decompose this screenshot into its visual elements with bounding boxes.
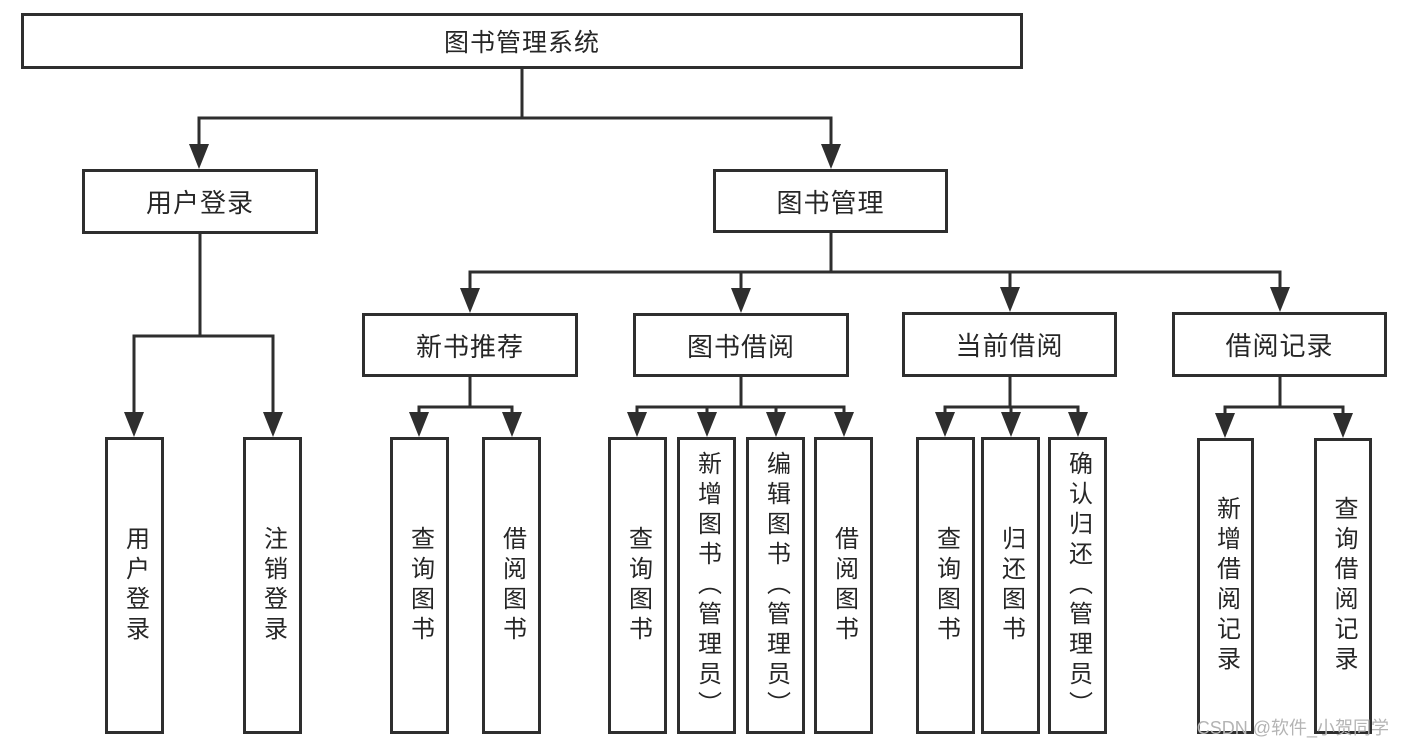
leaf-borrow-query-books-label: 查询图书 [624,525,652,646]
connector-current-borrow-to-leaves [935,375,1088,437]
leaf-records-add-record: 新增借阅记录 [1197,438,1254,734]
watermark: CSDN @软件_小贺同学 [1196,718,1389,739]
leaf-user-login-label: 用户登录 [121,525,149,646]
leaf-user-login: 用户登录 [105,437,164,734]
connector-book-borrow-to-leaves [627,375,854,437]
node-current-borrow: 当前借阅 [902,312,1117,377]
leaf-current-confirm-return-admin: 确认归还（管理员） [1048,437,1107,734]
node-new-book-recommend: 新书推荐 [362,313,578,377]
leaf-records-add-record-label: 新增借阅记录 [1212,496,1240,676]
leaf-logout-login: 注销登录 [243,437,302,734]
connector-book-management-to-level3 [460,231,1290,313]
leaf-current-return-books: 归还图书 [981,437,1040,734]
node-book-borrow: 图书借阅 [633,313,849,377]
leaf-borrow-edit-books-admin: 编辑图书（管理员） [746,437,805,734]
node-current-borrow-label: 当前借阅 [955,331,1064,361]
leaf-current-query-books-label: 查询图书 [932,525,960,646]
leaf-current-return-books-label: 归还图书 [997,525,1025,646]
connector-borrow-records-to-leaves [1215,375,1353,438]
node-borrow-records-label: 借阅记录 [1225,331,1334,361]
leaf-borrow-borrow-books-label: 借阅图书 [830,525,858,646]
node-borrow-records: 借阅记录 [1172,312,1387,377]
node-book-borrow-label: 图书借阅 [686,331,795,362]
node-book-management: 图书管理 [713,169,948,233]
node-user-login-branch-label: 用户登录 [145,188,254,218]
leaf-borrow-borrow-books: 借阅图书 [814,437,873,734]
node-user-login-branch: 用户登录 [82,169,318,234]
node-root-label: 图书管理系统 [443,29,600,57]
leaf-recommend-borrow-books: 借阅图书 [482,437,541,734]
leaf-current-confirm-return-admin-label: 确认归还（管理员） [1064,450,1092,721]
connector-new-book-recommend-to-leaves [409,375,522,437]
leaf-records-query-record: 查询借阅记录 [1314,438,1372,734]
node-new-book-recommend-label: 新书推荐 [415,331,524,362]
node-book-management-label: 图书管理 [776,187,885,218]
leaf-recommend-query-books: 查询图书 [390,437,449,734]
leaf-borrow-add-books-admin-label: 新增图书（管理员） [693,450,721,721]
leaf-borrow-query-books: 查询图书 [608,437,667,734]
leaf-recommend-query-books-label: 查询图书 [406,525,434,646]
node-root: 图书管理系统 [21,13,1023,69]
leaf-current-query-books: 查询图书 [916,437,975,734]
leaf-borrow-add-books-admin: 新增图书（管理员） [677,437,736,734]
leaf-records-query-record-label: 查询借阅记录 [1330,496,1357,676]
leaf-recommend-borrow-books-label: 借阅图书 [498,525,526,646]
leaf-borrow-edit-books-admin-label: 编辑图书（管理员） [762,450,790,721]
leaf-logout-login-label: 注销登录 [259,525,287,646]
connector-root-to-level2 [189,67,841,169]
connector-user-login-to-leaves [124,232,283,437]
